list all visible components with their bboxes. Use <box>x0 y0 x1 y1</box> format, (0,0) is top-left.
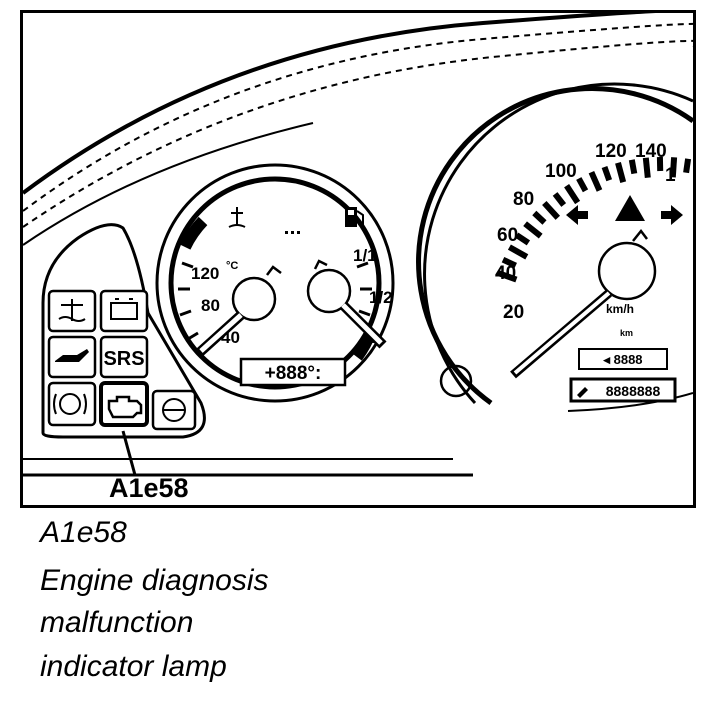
dash-curve-right-lower <box>567 392 693 412</box>
dash-curve-dashed-1 <box>23 22 693 212</box>
instrument-cluster-diagram: SRS A1e58 <box>23 13 693 503</box>
speedo-tick <box>588 170 603 192</box>
caption-code: A1e58 <box>40 516 127 549</box>
speed-label-140: 140 <box>635 141 667 162</box>
speedo-tick <box>501 256 517 269</box>
speedo-tick <box>669 157 678 178</box>
hazard-triangle-icon <box>615 195 645 221</box>
lamp-brake[interactable] <box>47 381 97 427</box>
dash-curve-inner-left <box>23 122 314 246</box>
speed-label-100: 100 <box>545 161 577 182</box>
trip-lcd <box>578 348 668 370</box>
callout-leader-line <box>121 430 137 476</box>
speed-label-120: 120 <box>595 141 627 162</box>
speedo-tick <box>683 158 692 174</box>
temp-needle <box>195 265 282 357</box>
brake-icon <box>53 393 87 415</box>
speed-label-80: 80 <box>513 189 534 210</box>
speed-label-20: 20 <box>503 302 524 323</box>
oil-can-icon <box>55 349 89 362</box>
dashboard-outline <box>23 13 693 477</box>
warning-lamp-panel: SRS <box>41 223 206 439</box>
engine-icon <box>107 395 143 419</box>
speed-label-160: 1 <box>665 165 676 186</box>
speed-label-60: 60 <box>497 225 518 246</box>
temp-unit: °C <box>226 260 238 272</box>
speedo-tick <box>615 162 627 183</box>
trip-lcd-text: ◂ 8888 <box>602 352 642 367</box>
fuel-label-half: 1/2 <box>369 288 393 307</box>
temp-fuel-gauge: 120 °C 80 40 1/1 1/2 0 +888°: <box>155 163 395 403</box>
figure-frame: SRS A1e58 <box>20 10 696 508</box>
turn-signal-left-icon <box>566 205 588 225</box>
battery-icon <box>110 298 138 320</box>
speedo-tick <box>576 177 589 193</box>
fuel-needle <box>306 259 387 349</box>
speedo-tick <box>601 165 613 182</box>
speedo-tick <box>507 244 529 260</box>
dash-curve-outer <box>23 13 693 195</box>
speedometer: 20 40 60 80 100 120 140 1 km/h km ◂ 8888… <box>416 82 693 406</box>
abs-icon <box>162 398 186 422</box>
odometer-lcd-text: +888°: <box>265 363 322 384</box>
wrench-icon <box>577 387 588 398</box>
coolant-temp-icon <box>228 207 246 228</box>
center-dots <box>285 231 300 234</box>
speedo-tick <box>542 200 561 220</box>
odometer-lcd <box>239 357 347 387</box>
coolant-icon <box>58 299 86 322</box>
fuel-ticks <box>356 261 372 317</box>
callout: A1e58 <box>109 430 189 503</box>
speedo-ticks <box>496 156 692 283</box>
speedo-tick <box>628 159 638 175</box>
callout-label: A1e58 <box>109 473 189 503</box>
srs-label: SRS <box>103 348 144 370</box>
speedo-tick <box>523 221 543 239</box>
speedo-tick <box>496 269 518 283</box>
temp-ticks <box>178 261 199 341</box>
speedo-tick <box>642 157 651 178</box>
lamp-srs[interactable] <box>99 335 149 379</box>
temp-red-zone <box>179 216 208 250</box>
caption-line-1: Engine diagnosis <box>40 564 269 597</box>
speed-subunit-label: km <box>620 328 633 338</box>
odo-lcd <box>569 377 677 403</box>
speedo-tick <box>564 184 581 205</box>
odo-lcd-text: 8888888 <box>606 383 661 399</box>
temp-label-120: 120 <box>191 264 219 283</box>
turn-signal-right-icon <box>661 205 683 225</box>
caption-line-3: indicator lamp <box>40 650 227 683</box>
speed-label-40: 40 <box>495 263 516 284</box>
speedo-tick <box>552 192 567 207</box>
lamp-battery[interactable] <box>99 289 149 333</box>
panel-outline <box>41 223 206 439</box>
speedo-bezel-inner <box>416 86 693 406</box>
temp-label-80: 80 <box>201 296 220 315</box>
fuel-pump-icon <box>345 207 364 227</box>
speedo-tick <box>515 232 531 246</box>
speedo-tick <box>532 210 547 225</box>
fuel-label-full: 1/1 <box>353 246 377 265</box>
speed-needle <box>510 228 657 379</box>
speed-unit-label: km/h <box>606 302 634 316</box>
caption-line-2: malfunction <box>40 606 194 639</box>
